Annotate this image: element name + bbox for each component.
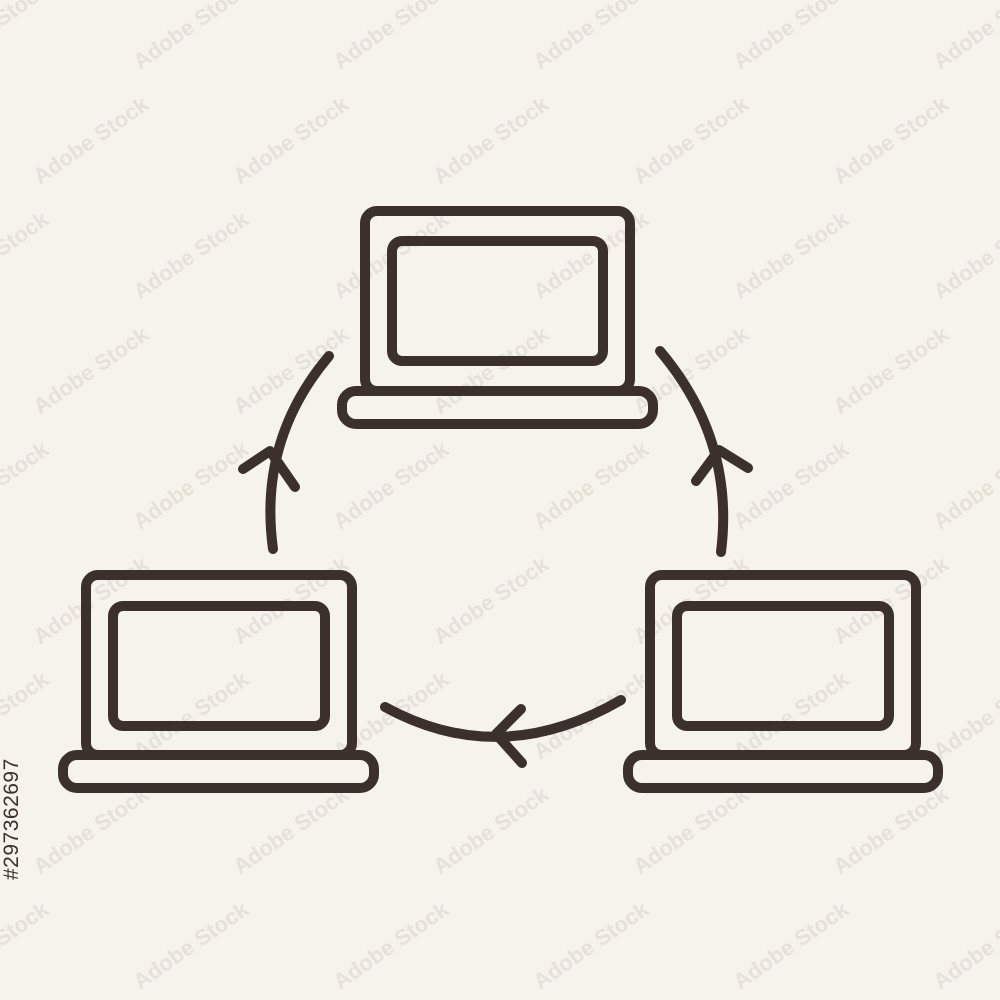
laptop-icon	[337, 206, 658, 429]
laptop-base	[58, 750, 379, 793]
laptop-screen	[672, 601, 894, 731]
laptop-screen	[387, 236, 608, 366]
watermark-id: #297362697	[0, 758, 23, 880]
arrow-arc	[655, 346, 729, 557]
laptop-icon	[58, 570, 379, 793]
curved-arrow-icon	[238, 351, 334, 554]
laptop-base	[337, 386, 658, 429]
laptop-base	[623, 750, 943, 793]
laptop-screen	[108, 601, 330, 731]
laptop-icon	[623, 570, 943, 793]
curved-arrow-icon	[655, 346, 753, 557]
arrowhead	[491, 704, 527, 768]
curved-arrow-icon	[380, 695, 626, 768]
arrowhead	[691, 445, 753, 486]
arrow-arc	[265, 351, 334, 554]
arrowhead	[238, 446, 300, 492]
